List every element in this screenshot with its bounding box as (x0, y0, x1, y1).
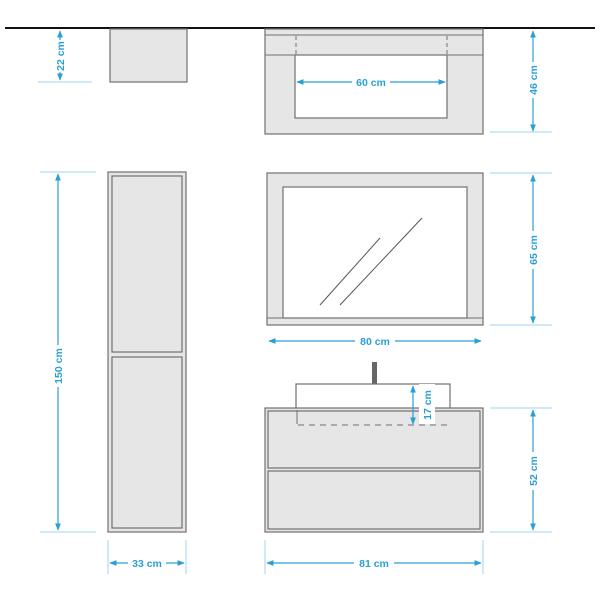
dim-label: 33 cm (132, 558, 162, 570)
dim-80cm: 80 cm (268, 334, 482, 348)
dim-150cm: 150 cm (50, 173, 66, 531)
mirror (266, 172, 484, 326)
dim-52cm: 52 cm (525, 409, 541, 531)
dim-65cm: 65 cm (525, 174, 541, 324)
dim-22cm: 22 cm (52, 30, 68, 81)
wall-cabinet-top-view (109, 28, 188, 83)
dim-label: 80 cm (360, 336, 390, 348)
dim-label: 22 cm (55, 41, 67, 71)
dim-60cm: 60 cm (296, 75, 446, 89)
dim-label: 150 cm (53, 348, 65, 384)
dim-46cm: 46 cm (525, 30, 541, 132)
dim-33cm: 33 cm (109, 556, 185, 570)
dim-label: 46 cm (528, 65, 540, 95)
dim-label: 65 cm (528, 235, 540, 265)
tall-cabinet (107, 171, 187, 533)
faucet (372, 362, 377, 384)
dim-label: 17 cm (422, 390, 434, 420)
dim-label: 81 cm (359, 558, 389, 570)
vanity-unit (264, 362, 484, 533)
dim-label: 52 cm (528, 456, 540, 486)
dim-81cm: 81 cm (266, 556, 482, 570)
dim-label: 60 cm (356, 77, 386, 89)
dim-17cm: 17 cm (410, 384, 435, 425)
